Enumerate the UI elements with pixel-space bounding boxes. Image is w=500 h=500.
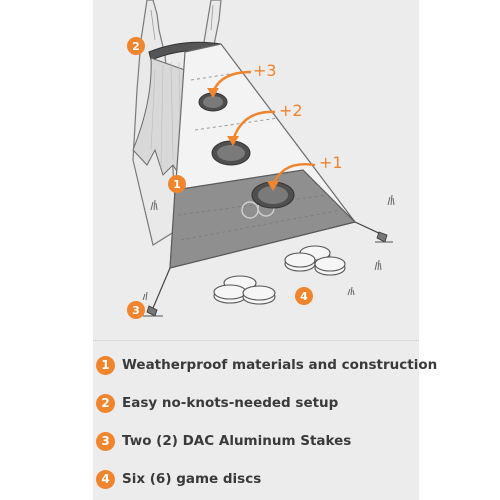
feature-number-badge: 2 — [96, 393, 115, 413]
svg-text:3: 3 — [132, 304, 140, 317]
feature-number-badge: 1 — [96, 355, 115, 375]
svg-text:4: 4 — [300, 290, 308, 303]
feature-list: 1 Weatherproof materials and constructio… — [93, 343, 437, 500]
feature-item-4: 4 Six (6) game discs — [93, 464, 419, 494]
callout-2: 2 — [127, 37, 145, 55]
callout-3: 3 — [127, 301, 145, 319]
hole-one-point — [251, 181, 295, 209]
feature-item-1: 1 Weatherproof materials and constructio… — [93, 350, 437, 380]
game-discs — [213, 245, 346, 305]
score-label-two: +2 — [279, 101, 303, 120]
tree-trunk-right — [202, 0, 222, 51]
section-divider — [93, 340, 419, 341]
aluminum-stake-right — [354, 221, 393, 243]
grass-tufts — [142, 194, 395, 301]
score-label-three: +3 — [253, 61, 277, 80]
score-label-one: +1 — [319, 153, 343, 172]
callout-4: 4 — [295, 287, 313, 305]
feature-text: Weatherproof materials and construction — [122, 357, 438, 373]
callout-1: 1 — [168, 175, 186, 193]
feature-item-2: 2 Easy no-knots-needed setup — [93, 388, 419, 418]
feature-number-badge: 4 — [96, 469, 115, 489]
feature-number-badge: 3 — [96, 431, 115, 451]
hole-two-points — [211, 140, 251, 166]
feature-text: Two (2) DAC Aluminum Stakes — [122, 433, 352, 449]
feature-text: Six (6) game discs — [122, 471, 262, 487]
aluminum-stake-left — [143, 267, 171, 317]
product-illustration: +3 +2 +1 — [127, 0, 395, 319]
hole-three-points — [198, 92, 228, 112]
feature-text: Easy no-knots-needed setup — [122, 395, 339, 411]
svg-text:1: 1 — [173, 178, 181, 191]
feature-item-3: 3 Two (2) DAC Aluminum Stakes — [93, 426, 419, 456]
illustration-panel: +3 +2 +1 — [93, 0, 419, 500]
svg-text:2: 2 — [132, 40, 140, 53]
arrow-two-points — [231, 110, 276, 141]
